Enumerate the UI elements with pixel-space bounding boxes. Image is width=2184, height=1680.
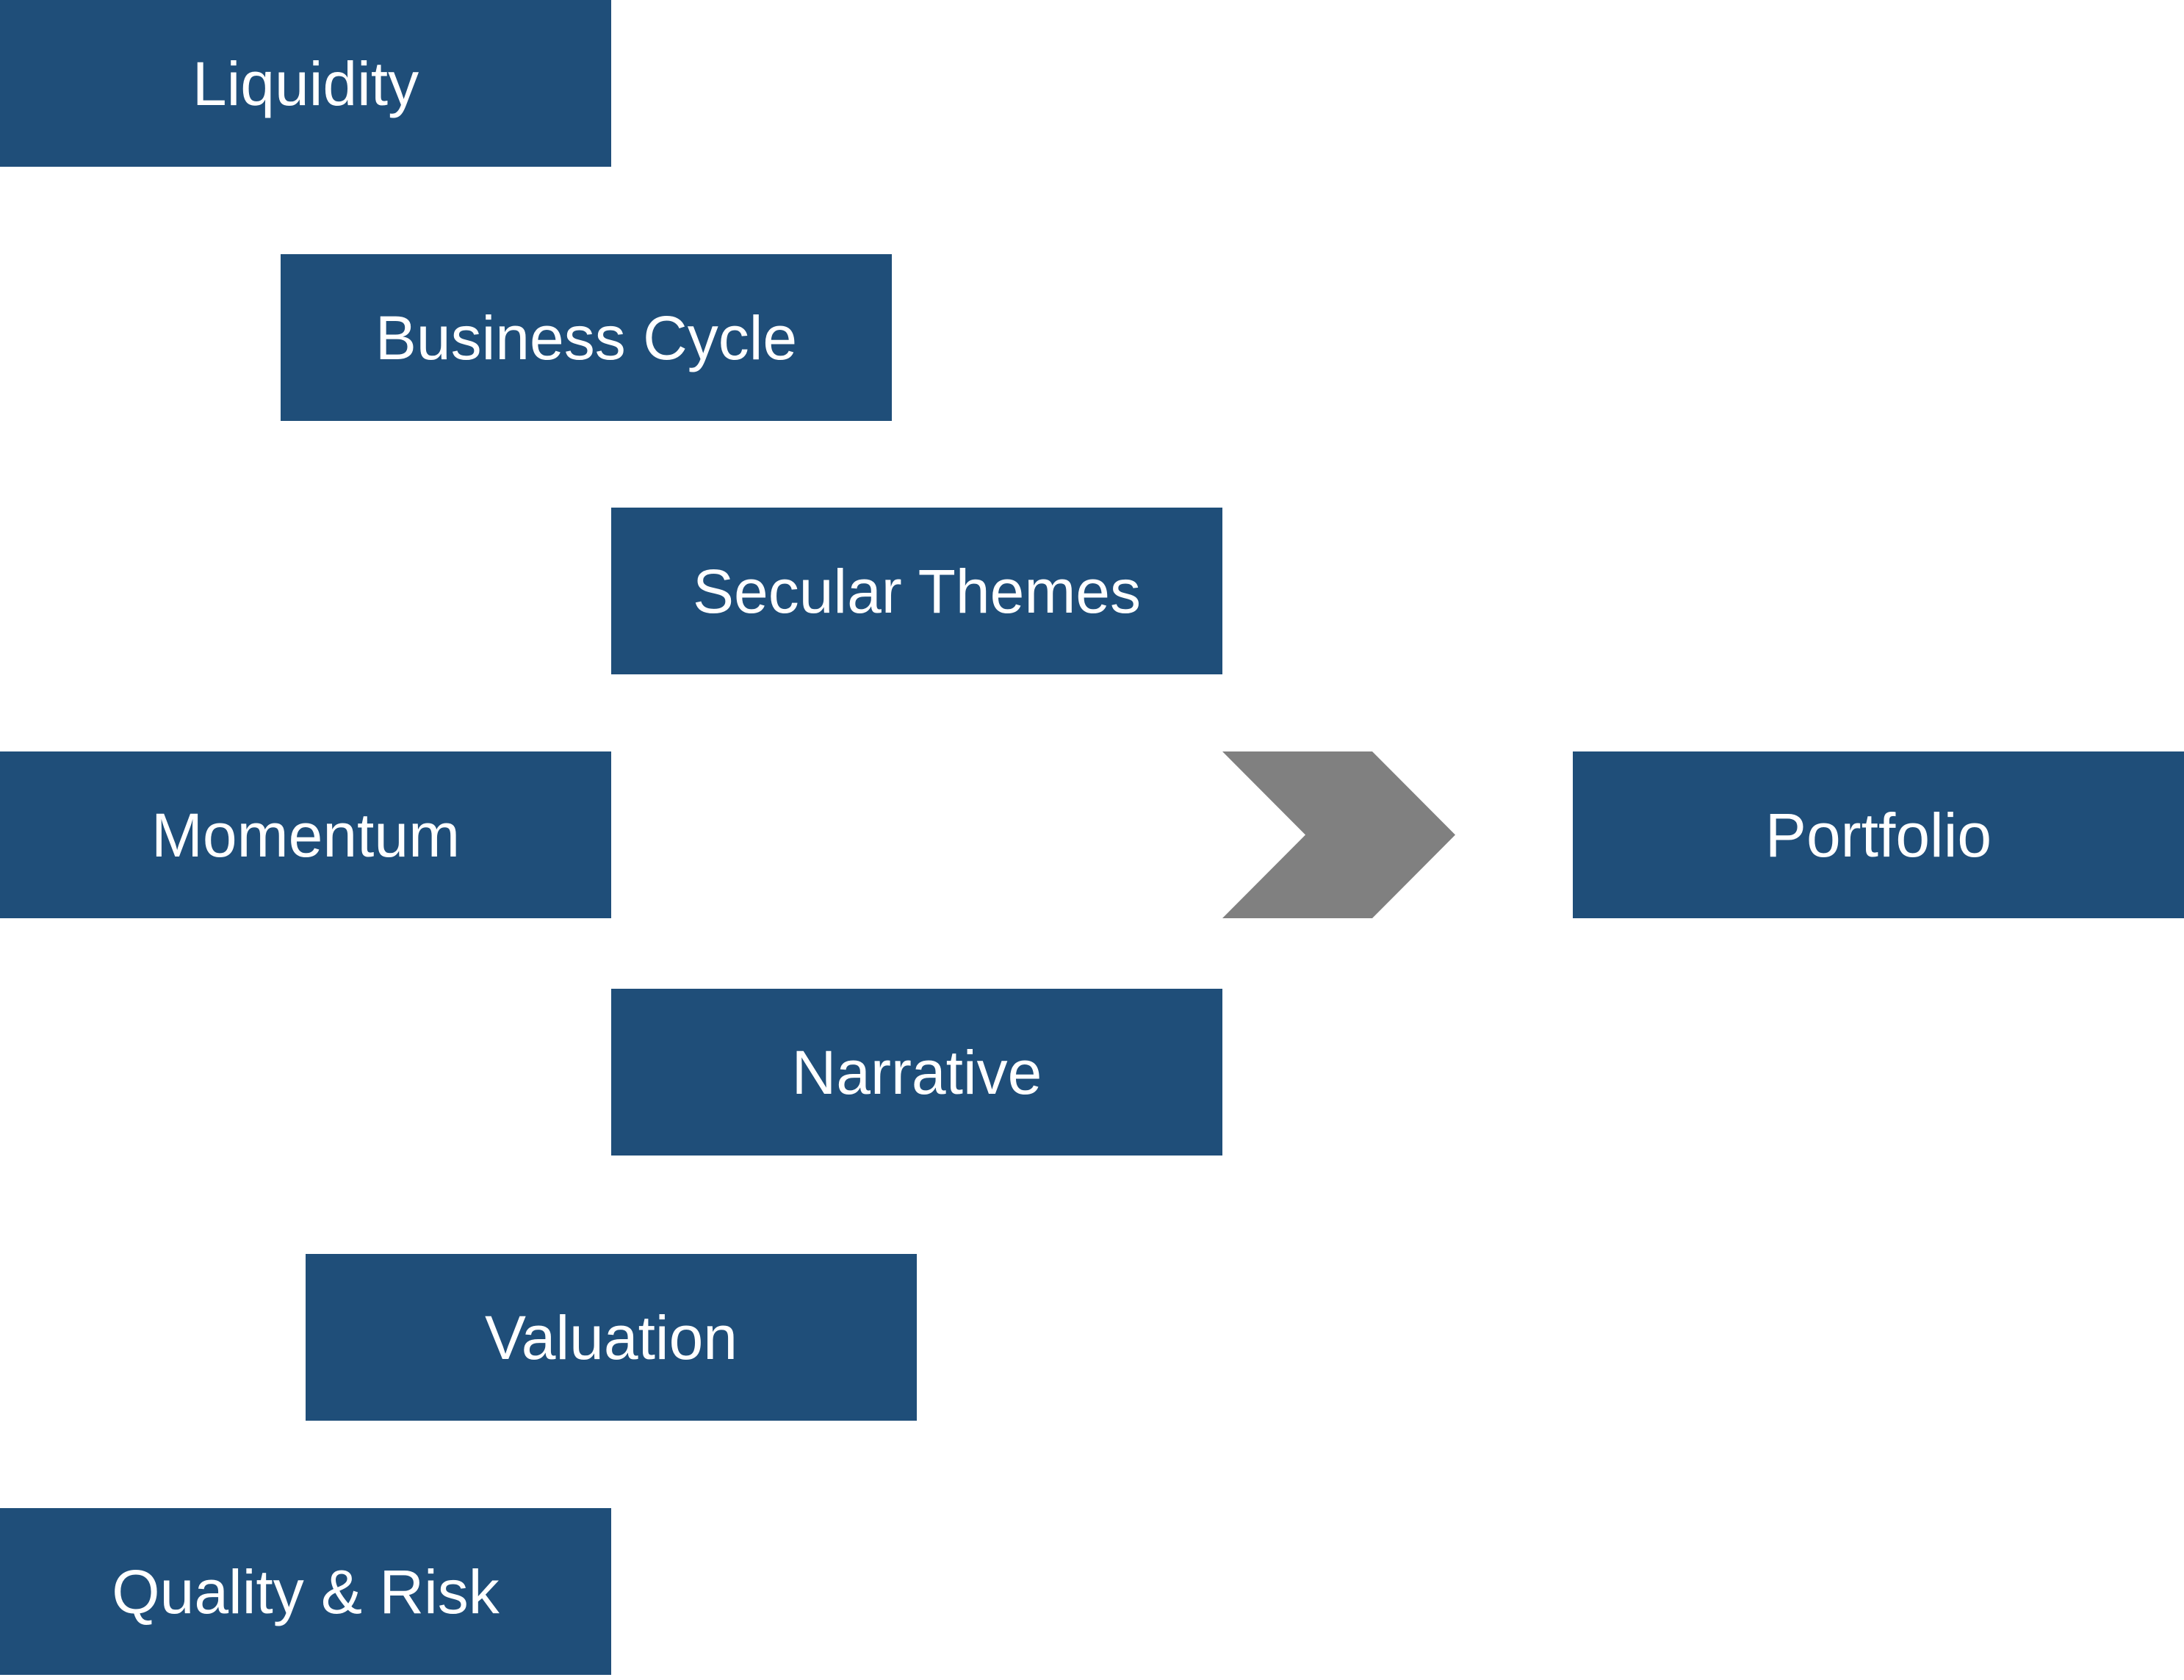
factor-label-valuation: Valuation bbox=[484, 1302, 738, 1372]
factor-box-secular-themes: Secular Themes bbox=[611, 508, 1222, 674]
factor-label-momentum: Momentum bbox=[151, 800, 461, 870]
factor-box-narrative: Narrative bbox=[611, 989, 1222, 1156]
chevron-shape bbox=[1222, 751, 1455, 918]
factor-label-secular-themes: Secular Themes bbox=[692, 556, 1142, 626]
factor-label-liquidity: Liquidity bbox=[192, 48, 419, 118]
factor-label-quality-risk: Quality & Risk bbox=[112, 1557, 500, 1626]
output-box-portfolio: Portfolio bbox=[1573, 751, 2184, 918]
factor-box-business-cycle: Business Cycle bbox=[281, 254, 892, 421]
chevron-right-icon bbox=[1222, 751, 1455, 918]
factor-box-momentum: Momentum bbox=[0, 751, 611, 918]
factor-box-valuation: Valuation bbox=[306, 1254, 917, 1421]
factor-label-business-cycle: Business Cycle bbox=[375, 303, 798, 372]
output-label-portfolio: Portfolio bbox=[1765, 800, 1992, 870]
factor-box-quality-risk: Quality & Risk bbox=[0, 1508, 611, 1675]
factor-box-liquidity: Liquidity bbox=[0, 0, 611, 167]
factor-label-narrative: Narrative bbox=[791, 1037, 1042, 1107]
